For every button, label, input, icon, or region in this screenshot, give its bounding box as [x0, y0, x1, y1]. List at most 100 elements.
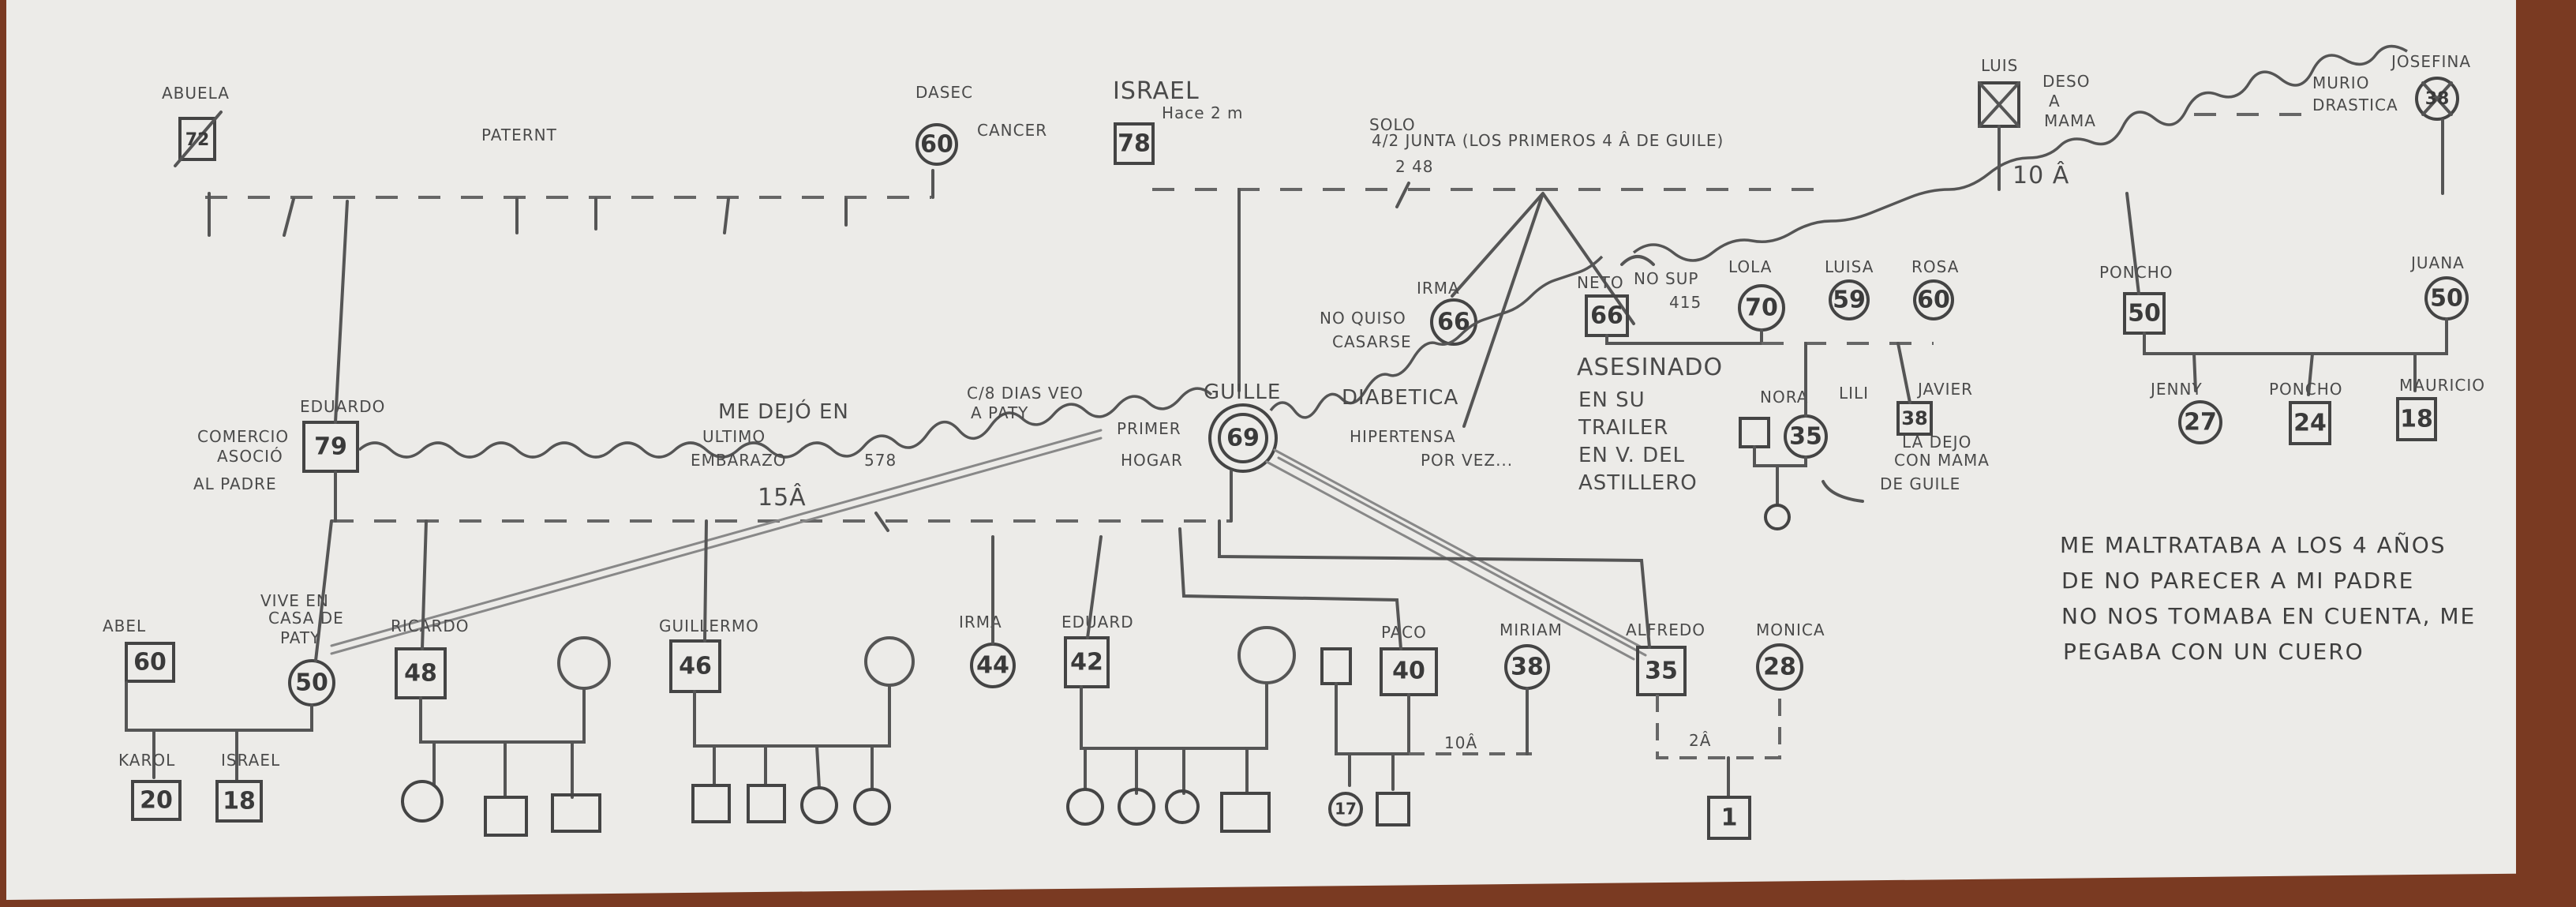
label-guille: GUILLE: [1204, 380, 1281, 404]
guille-symbol: [1208, 403, 1278, 473]
label-poncho-jr: PONCHO: [2269, 380, 2343, 399]
rosa-symbol: [1913, 279, 1954, 320]
label-eduardo2: EDUARD: [1061, 613, 1134, 632]
ricardo-child-2: [484, 796, 528, 837]
label-lola: LOLA: [1728, 257, 1772, 276]
label-la-dejo-3: DE GUILE: [1880, 474, 1960, 493]
label-lili: LILI: [1839, 384, 1869, 403]
eduardo2-child-4: [1220, 792, 1271, 833]
label-dasec: DASEC: [915, 83, 973, 102]
juana-age: 50: [2430, 285, 2463, 313]
label-10a-top: 10 Â: [2012, 161, 2069, 189]
eduardo2-union: [1080, 535, 1268, 750]
label-alfredo: ALFREDO: [1626, 620, 1705, 639]
maltrato-note: ME MALTRATABA A LOS 4 AÑOS DE NO PARECER…: [2060, 532, 2476, 665]
label-ricardo: RICARDO: [391, 617, 469, 635]
paco-union: [1335, 682, 1410, 755]
label-c8-2: A PATY: [971, 403, 1028, 422]
dasec-symbol: [915, 123, 958, 166]
label-juana: JUANA: [2409, 253, 2465, 272]
label-paternt: PATERNT: [481, 126, 557, 144]
guillermo-union: [693, 519, 891, 748]
label-israel: ISRAEL: [1113, 77, 1200, 105]
label-comercio-2: ASOCIÓ: [217, 447, 283, 466]
monica-age: 28: [1763, 654, 1796, 681]
israel-age: 78: [1118, 130, 1151, 158]
nora-child-symbol: [1764, 504, 1791, 530]
label-nora: NORA: [1760, 388, 1808, 407]
label-primer-2: HOGAR: [1121, 451, 1183, 470]
poncho-juana-union: [2143, 317, 2448, 355]
mauricio-symbol: [2396, 397, 2437, 441]
note-line-1: ME MALTRATABA A LOS 4 AÑOS: [2060, 532, 2447, 558]
fused-line-alfredo: [1265, 448, 1647, 661]
label-hace: Hace 2 m: [1162, 103, 1244, 122]
label-vive-2: CASA DE: [268, 609, 344, 628]
abuela-to-eduardo: [334, 200, 349, 424]
label-mauricio: MAURICIO: [2399, 376, 2485, 395]
abel-paty-children-links: [152, 729, 238, 783]
label-irma: IRMA: [1417, 279, 1460, 298]
label-la-dejo-2: CON MAMA: [1894, 451, 1990, 470]
abuela-symbol: 72: [174, 111, 223, 167]
label-paco: PACO: [1381, 623, 1427, 642]
poncho-children-links: [2192, 352, 2417, 396]
paty-up: [314, 519, 333, 662]
eduardo-age: 79: [314, 433, 347, 461]
poncho-jr-age: 24: [2293, 410, 2327, 437]
label-me-dejo-1: ME DEJÓ EN: [718, 399, 849, 424]
label-15a: 15Â: [758, 483, 807, 512]
paty-age: 50: [295, 669, 328, 697]
sibling-links: [1451, 192, 1635, 428]
label-irma2: IRMA: [959, 613, 1002, 632]
ricardo-child-3: [551, 793, 601, 833]
note-line-2: DE NO PARECER A MI PADRE: [2061, 568, 2414, 594]
lola-age: 70: [1745, 294, 1778, 322]
guillermo-age: 46: [679, 653, 712, 680]
guille-age: 69: [1226, 425, 1260, 452]
arrow-neto: [1620, 255, 1655, 266]
label-deso-3: MAMA: [2044, 111, 2096, 130]
label-neto: NETO: [1577, 273, 1624, 292]
label-c8-1: C/8 DIAS VEO: [967, 384, 1084, 403]
guillermo-child-3: [800, 786, 838, 824]
poncho-jr-symbol: [2289, 401, 2331, 445]
label-asesinado-5: ASTILLERO: [1578, 471, 1698, 495]
eduardo2-children-links: [1084, 747, 1249, 795]
label-me-dejo-3: EMBARAZO: [691, 451, 787, 470]
luisa-symbol: [1829, 279, 1870, 320]
paco-child-2: [1376, 792, 1410, 826]
josefina-symbol: [2415, 77, 2459, 121]
label-no-sup-2: 415: [1669, 293, 1702, 312]
luisa-age: 59: [1833, 287, 1866, 314]
irma2-age: 44: [976, 652, 1009, 680]
label-monica: MONICA: [1756, 620, 1825, 639]
label-primer-1: PRIMER: [1117, 419, 1181, 438]
label-diabetica-1: DIABETICA: [1342, 386, 1458, 410]
paco-child-1: [1328, 792, 1363, 826]
alfredo-age: 35: [1645, 658, 1678, 685]
ricardo-union: [419, 519, 586, 744]
tick-marks: [208, 169, 934, 237]
monica-symbol: [1756, 643, 1803, 691]
conflict-wave-mid: [358, 387, 1213, 459]
note-line-3: NO NOS TOMABA EN CUENTA, ME: [2061, 603, 2476, 629]
label-luis: LUIS: [1981, 56, 2018, 75]
ricardo-age: 48: [404, 660, 437, 688]
israel2-age: 18: [223, 788, 256, 815]
label-rosa: ROSA: [1911, 257, 1959, 276]
label-asesinado-4: EN V. DEL: [1578, 444, 1685, 467]
ricardo-child-1: [401, 780, 444, 823]
jenny-symbol: [2178, 400, 2222, 444]
label-578: 578: [864, 451, 897, 470]
label-cancer: CANCER: [977, 121, 1047, 140]
label-diabetica-3: POR VEZ...: [1421, 451, 1513, 470]
nora-javier-links: [1804, 342, 1911, 418]
divorce-mark: [874, 512, 889, 532]
label-javier: JAVIER: [1916, 380, 1973, 399]
alfredo-monica-union: [1656, 689, 1781, 759]
label-murio-1: MURIO: [2312, 73, 2369, 92]
label-deso-2: A: [2049, 92, 2061, 111]
label-jenny: JENNY: [2149, 380, 2203, 399]
